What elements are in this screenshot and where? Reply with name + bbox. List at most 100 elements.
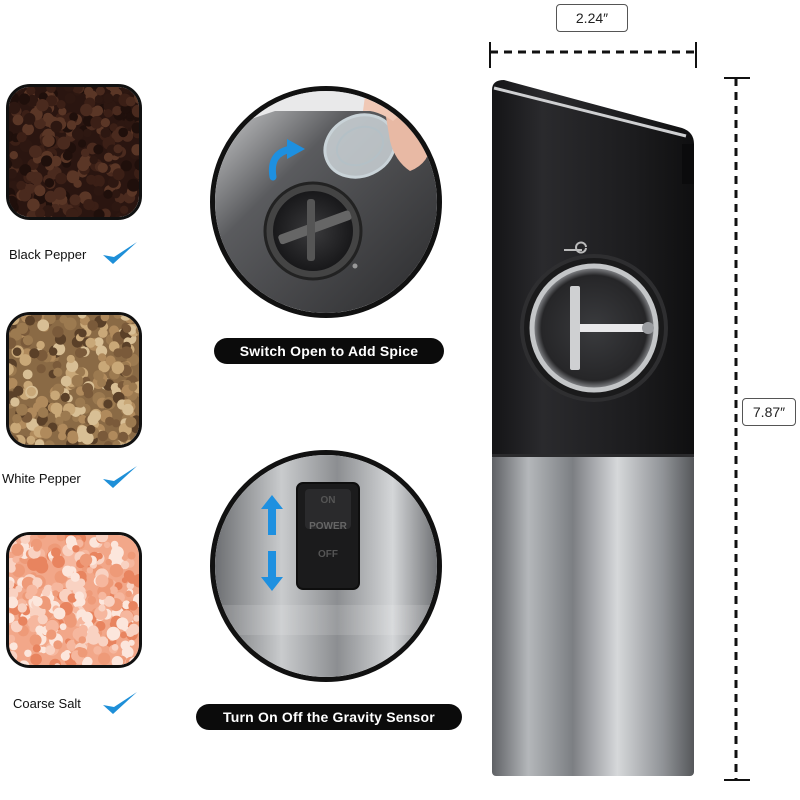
spice-grain — [76, 405, 86, 415]
spice-grain — [57, 423, 68, 434]
spice-grain — [76, 578, 86, 587]
coarse-salt-swatch — [6, 532, 142, 668]
spice-grain — [97, 430, 109, 442]
spice-grain — [34, 439, 45, 445]
spice-grain — [103, 93, 114, 104]
checkmark-icon — [103, 466, 137, 488]
spice-grain — [56, 100, 66, 109]
spice-grain — [83, 128, 92, 138]
spice-grain — [113, 348, 123, 358]
spice-grain — [73, 179, 82, 188]
black-pepper-swatch — [6, 84, 142, 220]
spice-grain — [32, 644, 41, 653]
spice-grain — [103, 109, 113, 118]
spice-grain — [9, 101, 21, 115]
spice-grain — [93, 209, 105, 217]
spice-grain — [50, 390, 60, 401]
spice-grain — [71, 374, 84, 387]
spice-grain — [62, 565, 74, 577]
spice-grain — [9, 435, 19, 445]
spice-grain — [128, 623, 139, 635]
spice-grain — [50, 120, 63, 133]
spice-grain — [77, 158, 90, 172]
spice-grain — [57, 136, 71, 150]
spice-grain — [46, 629, 57, 640]
spice-grain — [16, 180, 26, 191]
spice-grain — [30, 653, 42, 665]
spice-grain — [111, 201, 122, 212]
spice-grain — [118, 431, 129, 442]
spice-grain — [27, 617, 39, 628]
spice-grain — [103, 595, 115, 607]
coarse-salt-image — [9, 535, 139, 665]
spice-grain — [128, 601, 138, 611]
spice-grain — [52, 326, 64, 338]
spice-grain — [95, 87, 105, 96]
spice-grain — [96, 535, 109, 543]
spice-grain — [93, 370, 104, 381]
spice-grain — [9, 363, 14, 376]
spice-grain — [125, 416, 137, 428]
spice-grain — [60, 375, 72, 387]
checkmark-icon — [103, 242, 137, 264]
spice-grain — [36, 340, 45, 350]
spice-grain — [26, 87, 36, 96]
spice-grain — [96, 552, 103, 560]
spice-grain — [112, 168, 125, 181]
spice-grain — [121, 577, 128, 584]
spice-grain — [29, 145, 42, 158]
spice-grain — [111, 361, 125, 375]
spice-grain — [78, 348, 88, 357]
spice-grain — [9, 337, 17, 349]
spice-grain — [49, 347, 58, 356]
spice-grain — [63, 87, 75, 92]
spice-grain — [113, 315, 122, 319]
spice-grain — [37, 535, 47, 539]
spice-grain — [26, 171, 36, 182]
spice-grain — [131, 144, 139, 156]
feature-caption-add-spice: Switch Open to Add Spice — [214, 338, 444, 364]
spice-grain — [19, 354, 32, 366]
spice-grain — [52, 555, 65, 568]
spice-grain — [44, 178, 55, 188]
spice-grain — [120, 560, 130, 570]
black-pepper-image — [9, 87, 139, 217]
spice-grain — [33, 544, 41, 552]
switch-off-label: OFF — [318, 549, 338, 560]
spice-grain — [32, 577, 43, 588]
spice-grain — [105, 355, 116, 366]
spice-grain — [59, 315, 68, 324]
spice-grain — [134, 660, 139, 665]
spice-grain — [65, 208, 79, 217]
spice-grain — [35, 208, 46, 217]
spice-grain — [45, 619, 59, 634]
spice-grain — [55, 172, 67, 185]
spice-grain — [64, 615, 77, 628]
spice-grain — [127, 551, 136, 560]
grinder-product-image — [492, 80, 694, 776]
spice-grain — [9, 596, 19, 609]
spice-grain — [37, 319, 50, 332]
switch-power-label: POWER — [309, 521, 347, 532]
white-pepper-image — [9, 315, 139, 445]
spice-grain — [98, 328, 108, 338]
spice-grain — [41, 588, 51, 597]
spice-grain — [9, 151, 18, 160]
spice-grain — [44, 440, 55, 445]
spice-grain — [31, 558, 43, 569]
spice-grain — [97, 378, 107, 388]
spice-grain — [128, 639, 135, 646]
spice-grain — [56, 535, 66, 542]
spice-grain — [37, 407, 49, 418]
spice-grain — [89, 155, 98, 165]
spice-grain — [26, 210, 38, 217]
spice-grain — [18, 616, 28, 626]
spice-grain — [10, 397, 20, 407]
spice-grain — [9, 168, 17, 179]
spice-grain — [82, 383, 94, 394]
spice-grain — [43, 112, 53, 123]
spice-grain — [12, 114, 24, 126]
spice-grain — [109, 563, 124, 578]
spice-grain — [42, 134, 55, 147]
up-arrow-icon — [261, 495, 283, 535]
